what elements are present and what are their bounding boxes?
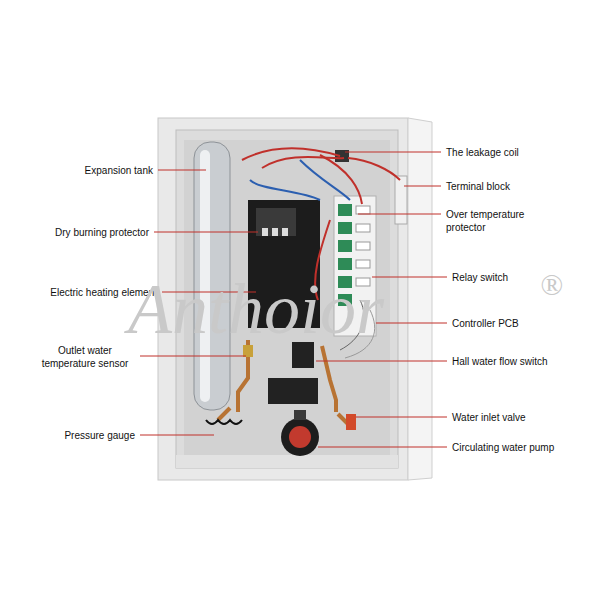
part-label: Water inlet valve — [452, 411, 526, 424]
part-label: Over temperature protector — [446, 208, 538, 234]
copper-pipes — [218, 340, 350, 426]
part-label: Controller PCB — [452, 317, 519, 330]
inlet-valve — [346, 414, 356, 430]
part-label: Hall water flow switch — [452, 355, 548, 368]
watermark: ® — [540, 268, 563, 302]
watermark: Anthoior — [128, 268, 384, 351]
pressure-gauge — [206, 420, 242, 424]
part-label: Relay switch — [452, 271, 508, 284]
part-label: Outlet water temperature sensor — [35, 344, 135, 370]
part-label: The leakage coil — [446, 146, 519, 159]
dry-burning-protector — [256, 208, 296, 236]
part-label: Pressure gauge — [64, 429, 135, 442]
part-label: Dry burning protector — [55, 226, 149, 239]
pump-body — [268, 378, 318, 404]
circulating-pump — [281, 418, 319, 456]
part-label: Terminal block — [446, 180, 510, 193]
cabinet-side — [408, 118, 432, 480]
part-label: Circulating water pump — [452, 441, 554, 454]
cabinet-floor — [176, 455, 398, 468]
part-label: Expansion tank — [85, 164, 153, 177]
terminal-block — [395, 176, 407, 224]
